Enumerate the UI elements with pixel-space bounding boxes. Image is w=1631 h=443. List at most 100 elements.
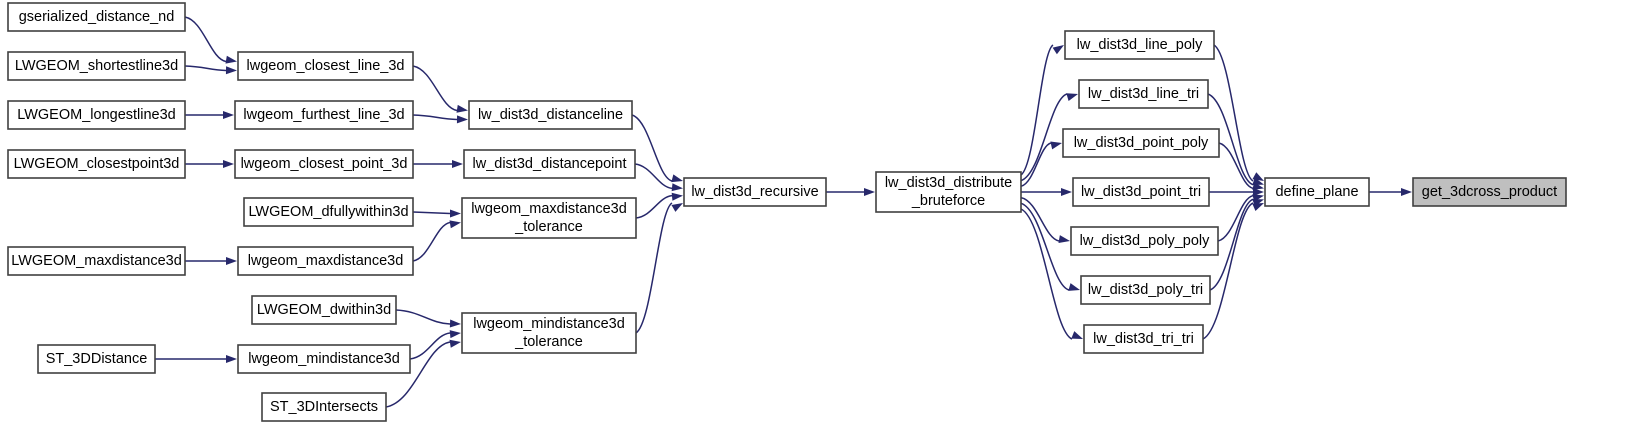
edge-arrowhead xyxy=(1252,182,1264,190)
node-label: lw_dist3d_distribute_bruteforce xyxy=(885,175,1012,209)
edge-arrowhead xyxy=(1253,188,1264,196)
node-box[interactable] xyxy=(7,2,186,32)
node-lwgeom_mindistance3d[interactable]: lwgeom_mindistance3d xyxy=(237,344,411,374)
edge-lwgeom_maxdistance3d-to-lwgeom_maxdistance3d_tolerance xyxy=(412,221,451,262)
node-box[interactable] xyxy=(237,246,414,276)
node-box[interactable] xyxy=(461,197,637,239)
node-lwgeom_mindistance3d_tolerance[interactable]: lwgeom_mindistance3d_tolerance xyxy=(461,312,637,354)
node-lwgeom_furthest_line_3d[interactable]: lwgeom_furthest_line_3d xyxy=(234,100,414,130)
node-label: LWGEOM_dfullywithin3d xyxy=(248,204,408,220)
node-lw_dist3d_point_tri[interactable]: lw_dist3d_point_tri xyxy=(1072,177,1210,207)
node-box[interactable] xyxy=(1072,177,1210,207)
node-box[interactable] xyxy=(1070,226,1219,256)
node-box[interactable] xyxy=(1264,177,1370,207)
node-box[interactable] xyxy=(461,312,637,354)
node-lw_dist3d_line_poly[interactable]: lw_dist3d_line_poly xyxy=(1064,30,1215,60)
node-ST_3DIntersects[interactable]: ST_3DIntersects xyxy=(261,392,387,422)
node-gserialized_distance_nd[interactable]: gserialized_distance_nd xyxy=(7,2,186,32)
edge-arrowhead xyxy=(1066,93,1078,101)
edge-arrowhead xyxy=(671,183,683,192)
node-label: LWGEOM_closestpoint3d xyxy=(14,156,180,172)
node-lw_dist3d_point_poly[interactable]: lw_dist3d_point_poly xyxy=(1062,128,1220,158)
node-label: lwgeom_maxdistance3d_tolerance xyxy=(471,201,627,235)
edge-arrowhead xyxy=(223,160,234,168)
node-box[interactable] xyxy=(7,246,186,276)
edge-arrowhead xyxy=(449,330,461,339)
node-LWGEOM_closestpoint3d[interactable]: LWGEOM_closestpoint3d xyxy=(7,149,186,179)
node-box[interactable] xyxy=(468,100,633,130)
node-layer: gserialized_distance_ndLWGEOM_shortestli… xyxy=(7,2,1567,422)
node-lw_dist3d_line_tri[interactable]: lw_dist3d_line_tri xyxy=(1078,79,1209,109)
node-label: gserialized_distance_nd xyxy=(19,9,175,25)
node-box[interactable] xyxy=(37,344,156,374)
node-box[interactable] xyxy=(1412,177,1567,207)
node-lw_dist3d_recursive[interactable]: lw_dist3d_recursive xyxy=(683,177,827,207)
node-label: lw_dist3d_point_poly xyxy=(1074,135,1209,151)
node-box[interactable] xyxy=(237,51,414,81)
node-lwgeom_maxdistance3d[interactable]: lwgeom_maxdistance3d xyxy=(237,246,414,276)
node-label: lwgeom_mindistance3d_tolerance xyxy=(473,316,625,350)
node-box[interactable] xyxy=(1062,128,1220,158)
edge-arrowhead xyxy=(449,319,461,328)
node-LWGEOM_dwithin3d[interactable]: LWGEOM_dwithin3d xyxy=(251,295,397,325)
edge-arrowhead xyxy=(1061,188,1072,196)
node-lw_dist3d_tri_tri[interactable]: lw_dist3d_tri_tri xyxy=(1083,324,1204,354)
node-box[interactable] xyxy=(463,149,636,179)
node-lw_dist3d_poly_tri[interactable]: lw_dist3d_poly_tri xyxy=(1080,275,1211,305)
node-define_plane[interactable]: define_plane xyxy=(1264,177,1370,207)
node-box[interactable] xyxy=(243,197,414,227)
node-lw_dist3d_distancepoint[interactable]: lw_dist3d_distancepoint xyxy=(463,149,636,179)
edge-arrowhead xyxy=(1058,235,1070,243)
edge-arrowhead xyxy=(1401,188,1412,196)
edge-lw_dist3d_distribute_bruteforce-to-lw_dist3d_line_tri xyxy=(1020,93,1068,182)
edge-arrowhead xyxy=(1252,203,1264,212)
node-get_3dcross_product[interactable]: get_3dcross_product xyxy=(1412,177,1567,207)
node-LWGEOM_dfullywithin3d[interactable]: LWGEOM_dfullywithin3d xyxy=(243,197,414,227)
node-box[interactable] xyxy=(7,100,186,130)
edge-arrowhead xyxy=(225,66,237,75)
node-box[interactable] xyxy=(7,149,186,179)
edge-arrowhead xyxy=(1052,45,1064,55)
node-box[interactable] xyxy=(7,51,186,81)
node-label: lwgeom_mindistance3d xyxy=(248,351,400,367)
node-box[interactable] xyxy=(683,177,827,207)
node-box[interactable] xyxy=(1083,324,1204,354)
node-LWGEOM_maxdistance3d[interactable]: LWGEOM_maxdistance3d xyxy=(7,246,186,276)
node-lwgeom_closest_line_3d[interactable]: lwgeom_closest_line_3d xyxy=(237,51,414,81)
node-label: lw_dist3d_line_tri xyxy=(1088,86,1199,102)
node-box[interactable] xyxy=(875,171,1022,213)
node-box[interactable] xyxy=(234,149,414,179)
node-box[interactable] xyxy=(234,100,414,130)
node-box[interactable] xyxy=(237,344,411,374)
node-LWGEOM_shortestline3d[interactable]: LWGEOM_shortestline3d xyxy=(7,51,186,81)
edge-arrowhead xyxy=(1050,141,1062,150)
edge-lwgeom_closest_line_3d-to-lw_dist3d_distanceline xyxy=(412,65,458,112)
node-lw_dist3d_poly_poly[interactable]: lw_dist3d_poly_poly xyxy=(1070,226,1219,256)
node-label: lw_dist3d_distanceline xyxy=(478,107,623,123)
node-lwgeom_closest_point_3d[interactable]: lwgeom_closest_point_3d xyxy=(234,149,414,179)
node-lw_dist3d_distribute_bruteforce[interactable]: lw_dist3d_distribute_bruteforce xyxy=(875,171,1022,213)
node-box[interactable] xyxy=(261,392,387,422)
edge-arrowhead xyxy=(226,355,237,363)
node-ST_3DDistance[interactable]: ST_3DDistance xyxy=(37,344,156,374)
edge-lw_dist3d_poly_tri-to-define_plane xyxy=(1209,198,1254,291)
node-lw_dist3d_distanceline[interactable]: lw_dist3d_distanceline xyxy=(468,100,633,130)
edge-arrowhead xyxy=(223,111,234,119)
edge-lw_dist3d_poly_poly-to-define_plane xyxy=(1217,194,1254,242)
edge-lwgeom_maxdistance3d_tolerance-to-lw_dist3d_recursive xyxy=(635,194,673,219)
node-box[interactable] xyxy=(1064,30,1215,60)
edge-LWGEOM_dfullywithin3d-to-lwgeom_maxdistance3d_tolerance xyxy=(412,211,451,215)
edge-arrowhead xyxy=(450,209,461,218)
node-box[interactable] xyxy=(251,295,397,325)
edge-lw_dist3d_distribute_bruteforce-to-lw_dist3d_point_poly xyxy=(1020,142,1052,188)
edge-arrowhead xyxy=(449,339,461,348)
node-LWGEOM_longestline3d[interactable]: LWGEOM_longestline3d xyxy=(7,100,186,130)
node-label: get_3dcross_product xyxy=(1422,184,1557,200)
node-lwgeom_maxdistance3d_tolerance[interactable]: lwgeom_maxdistance3d_tolerance xyxy=(461,197,637,239)
node-box[interactable] xyxy=(1078,79,1209,109)
node-label: lwgeom_furthest_line_3d xyxy=(243,107,404,123)
edge-arrowhead xyxy=(671,174,683,183)
node-box[interactable] xyxy=(1080,275,1211,305)
edge-arrowhead xyxy=(671,203,683,212)
edge-arrowhead xyxy=(1068,283,1080,291)
